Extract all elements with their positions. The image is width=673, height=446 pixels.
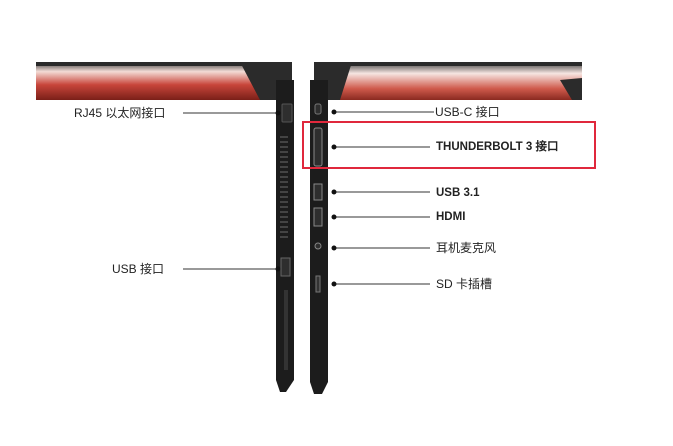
- usb-c-label: USB-C 接口: [435, 105, 500, 119]
- usb31-marker: [331, 189, 337, 195]
- usb-marker: [275, 266, 281, 272]
- thunderbolt-highlight-box: [302, 121, 596, 169]
- headphone-marker: [331, 245, 337, 251]
- right-callout-lines: [334, 111, 434, 285]
- rj45-marker: [275, 110, 281, 116]
- headphone-label: 耳机麦克风: [436, 241, 497, 255]
- sd-label: SD 卡插槽: [436, 277, 493, 291]
- hdmi-marker: [331, 214, 337, 220]
- left-callout-lines: [183, 112, 278, 270]
- left-laptop: [36, 62, 294, 392]
- hdmi-label: HDMI: [436, 211, 466, 223]
- thunderbolt-marker: [331, 144, 337, 150]
- usb-c-marker: [331, 109, 337, 115]
- usb-label: USB 接口: [112, 262, 165, 276]
- rj45-label: RJ45 以太网接口: [74, 106, 166, 120]
- thunderbolt-label: THUNDERBOLT 3 接口: [436, 141, 559, 153]
- usb31-label: USB 3.1: [436, 187, 480, 199]
- sd-marker: [331, 281, 337, 287]
- right-laptop: [310, 62, 582, 394]
